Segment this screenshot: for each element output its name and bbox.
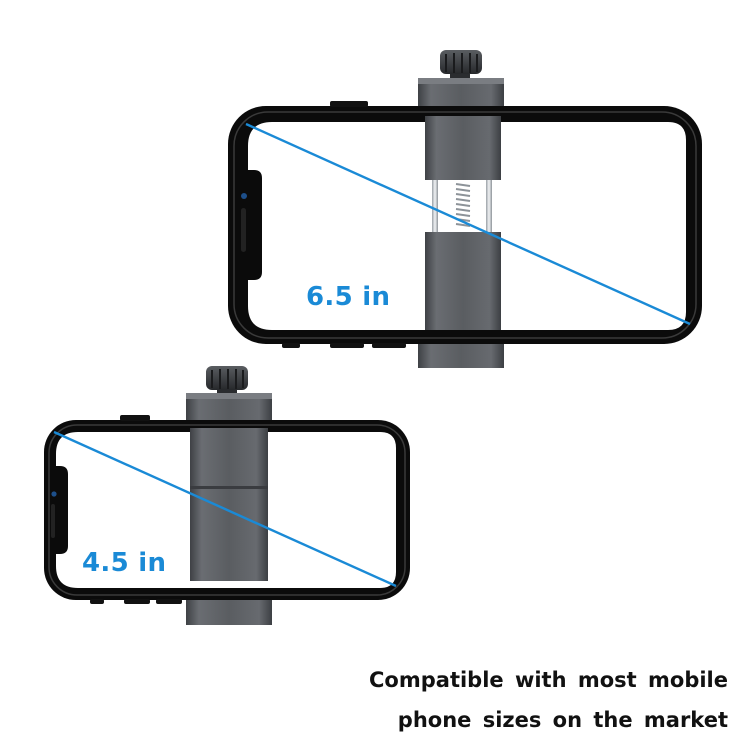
size-label-large: 6.5 in: [306, 282, 391, 312]
clamp-spring: [455, 183, 471, 227]
clamp-jaw-upper: [190, 428, 268, 488]
speaker-grille: [51, 504, 55, 538]
diagonal-line-small: [53, 430, 397, 588]
caption-line-1: Compatible with most mobile: [369, 668, 728, 692]
caption-line-2: phone sizes on the market: [397, 708, 728, 732]
clamp-rod: [432, 180, 438, 234]
size-label-small: 4.5 in: [82, 548, 167, 578]
diagonal-line-large: [245, 122, 691, 326]
clamp-knob-top: [440, 50, 482, 81]
clamp-jaw-lower: [190, 489, 268, 581]
clamp-jaw-lower: [425, 232, 501, 330]
clamp-jaw-upper: [425, 116, 501, 180]
speaker-grille: [241, 208, 246, 252]
camera-icon: [51, 491, 57, 497]
clamp-knob-bottom: [206, 366, 248, 396]
phone-6-5-in: [228, 50, 702, 368]
camera-icon: [241, 193, 247, 199]
phone-4-5-in: [44, 366, 410, 625]
